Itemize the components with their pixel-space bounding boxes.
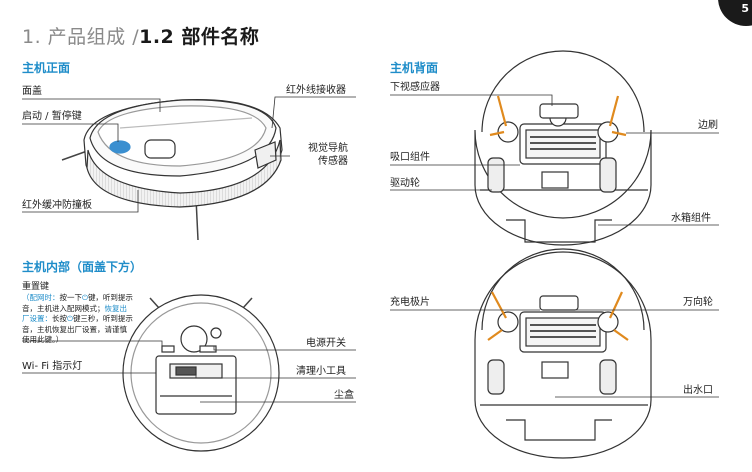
label-cliff-sensor: 下视感应器 bbox=[390, 82, 440, 93]
label-caster: 万向轮 bbox=[683, 297, 713, 308]
section-title: 1.2 部件名称 bbox=[139, 26, 260, 48]
chapter-title: 1. 产品组成 / bbox=[22, 26, 140, 48]
label-water-outlet: 出水口 bbox=[683, 385, 713, 396]
power-icon: ⏻ bbox=[67, 314, 73, 323]
label-dustbin: 尘盒 bbox=[334, 390, 354, 401]
page-corner-glyph: 5 bbox=[741, 2, 749, 15]
reset-note-text-d: 键三秒，听到提示音，主机恢复出厂设置，请谨慎使用此键。） bbox=[22, 314, 133, 344]
reset-note-pairing: （配网时： bbox=[22, 293, 60, 302]
back-robot-top bbox=[474, 50, 652, 246]
inside-robot bbox=[122, 294, 280, 452]
label-wifi-led: Wi- Fi 指示灯 bbox=[22, 361, 83, 372]
label-cover: 面盖 bbox=[22, 86, 42, 97]
page-title: 1. 产品组成 /1.2 部件名称 bbox=[22, 22, 259, 49]
label-vision-sensor: 视觉导航传感器 bbox=[308, 142, 348, 168]
reset-note-factory: 恢复出厂设置： bbox=[22, 303, 127, 324]
inside-leaders bbox=[22, 340, 356, 403]
label-charging-pads: 充电极片 bbox=[390, 297, 430, 308]
power-icon: ⏻ bbox=[82, 293, 88, 302]
label-vision-line1: 视觉导航 bbox=[308, 143, 348, 154]
label-power-switch: 电源开关 bbox=[306, 338, 346, 349]
label-ir-bumper: 红外缓冲防撞板 bbox=[22, 200, 92, 211]
label-drive-wheel: 驱动轮 bbox=[390, 178, 420, 189]
reset-note-text-b: 键，听到提示音，主机进入配网模式； bbox=[22, 293, 133, 313]
back-top-brushes bbox=[489, 95, 627, 137]
front-heading: 主机正面 bbox=[22, 61, 71, 75]
back-top-leaders bbox=[390, 94, 719, 226]
label-ir-receiver: 红外线接收器 bbox=[286, 85, 346, 96]
reset-note: （配网时：按一下⏻键，听到提示音，主机进入配网模式；恢复出厂设置：长按⏻键三秒，… bbox=[22, 293, 134, 346]
label-vision-line2: 传感器 bbox=[318, 156, 348, 167]
front-robot bbox=[61, 98, 283, 241]
reset-note-text-c: 长按 bbox=[52, 314, 67, 323]
label-water-tank: 水箱组件 bbox=[671, 213, 711, 224]
label-side-brush: 边刷 bbox=[698, 120, 718, 131]
back-bottom-brushes bbox=[487, 291, 629, 341]
front-leaders bbox=[22, 96, 356, 213]
inside-heading: 主机内部（面盖下方） bbox=[22, 260, 143, 274]
back-heading: 主机背面 bbox=[390, 61, 439, 75]
label-suction: 吸口组件 bbox=[390, 152, 430, 163]
back-bottom-leaders bbox=[390, 309, 719, 398]
reset-note-text-a: 按一下 bbox=[59, 293, 83, 302]
label-start-pause: 启动 / 暂停键 bbox=[22, 111, 82, 122]
label-cleaning-tool: 清理小工具 bbox=[296, 366, 346, 377]
label-reset-key: 重置键 bbox=[22, 282, 50, 292]
back-robot-bottom bbox=[474, 248, 652, 459]
